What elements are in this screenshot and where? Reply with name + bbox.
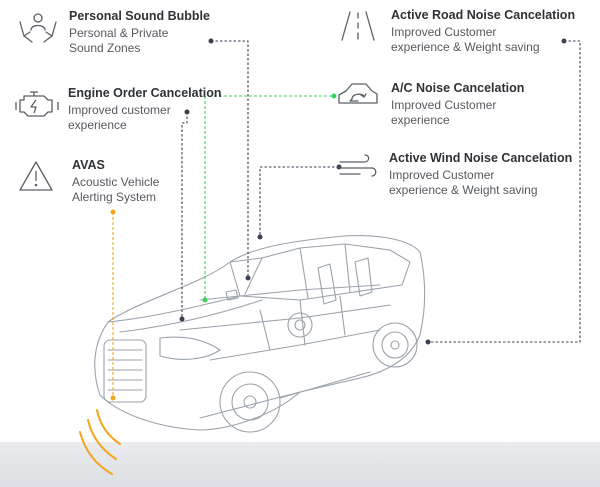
sound-waves-icon bbox=[79, 409, 121, 475]
feature-description: Improved Customer experience & Weight sa… bbox=[391, 25, 540, 54]
feature-title: Active Wind Noise Cancelation bbox=[389, 151, 573, 165]
car-recirculation-icon bbox=[338, 83, 378, 104]
wind-icon bbox=[339, 154, 377, 177]
feature-active-wind-noise-cancelation: Active Wind Noise Cancelation Improved C… bbox=[389, 151, 572, 198]
people-hands-icon bbox=[19, 13, 57, 43]
feature-ac-noise-cancelation: A/C Noise Cancelation Improved Customer … bbox=[391, 81, 524, 128]
feature-engine-order-cancelation: Engine Order Cancelation Improved custom… bbox=[68, 86, 222, 133]
engine-warning-icon bbox=[15, 91, 59, 117]
feature-title: A/C Noise Cancelation bbox=[391, 81, 525, 95]
feature-avas: AVAS Acoustic Vehicle Alerting System bbox=[72, 158, 159, 205]
feature-active-road-noise-cancelation: Active Road Noise Cancelation Improved C… bbox=[391, 8, 575, 55]
feature-description: Improved customer experience bbox=[68, 103, 171, 132]
feature-title: Active Road Noise Cancelation bbox=[391, 8, 576, 22]
feature-description: Improved Customer experience bbox=[391, 98, 497, 127]
warning-triangle-icon bbox=[19, 161, 53, 191]
road-icon bbox=[341, 11, 375, 41]
feature-description: Improved Customer experience & Weight sa… bbox=[389, 168, 538, 197]
feature-title: Personal Sound Bubble bbox=[69, 9, 210, 23]
feature-personal-sound-bubble: Personal Sound Bubble Personal & Private… bbox=[69, 9, 210, 56]
feature-title: AVAS bbox=[72, 158, 105, 172]
feature-description: Acoustic Vehicle Alerting System bbox=[72, 175, 160, 204]
feature-title: Engine Order Cancelation bbox=[68, 86, 222, 100]
feature-description: Personal & Private Sound Zones bbox=[69, 26, 169, 55]
